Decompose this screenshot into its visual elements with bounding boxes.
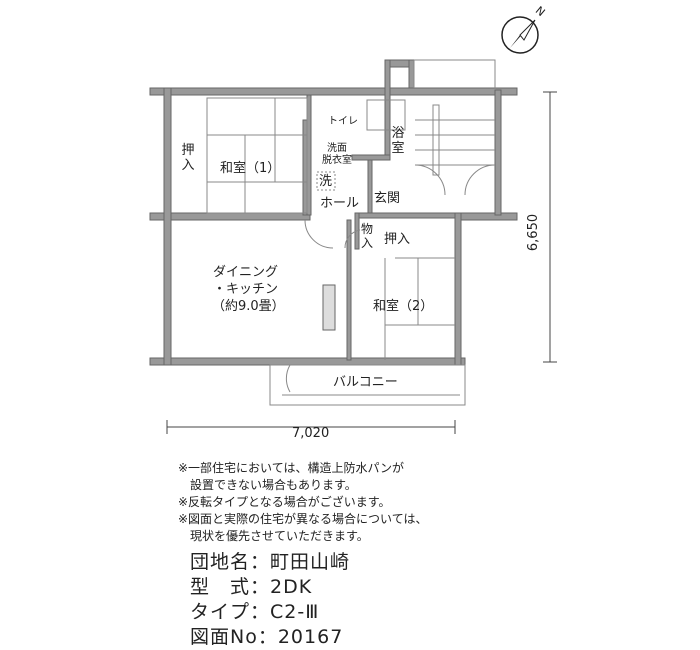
dimension-width: 7,020 [292, 426, 330, 441]
dimension-lines [166, 91, 557, 434]
room-senmen: 洗面 [327, 143, 347, 154]
room-hall: ホール [320, 196, 360, 211]
room-dk-line2: ・キッチン [213, 282, 279, 297]
room-datsui: 脱衣室 [322, 155, 352, 166]
info-kata: 型 式：2DK [190, 576, 313, 598]
room-balcony: バルコニー [333, 375, 398, 390]
info-danchi: 団地名：町田山崎 [190, 551, 351, 573]
note-line: 設置できない場合もあります。 [178, 478, 357, 492]
note-line: ※反転タイプとなる場合がございます。 [178, 495, 391, 509]
walls [149, 59, 518, 366]
room-dk-line1: ダイニング [213, 265, 279, 280]
room-dk-size: （約9.0畳） [212, 299, 285, 314]
room-bath: 浴室 [391, 126, 405, 156]
interior-lines [206, 59, 496, 406]
room-washitsu-2: 和室（2） [373, 299, 434, 314]
room-oshiire-2: 押入 [384, 232, 411, 247]
room-oshiire-1: 押入 [181, 143, 195, 173]
room-washitsu-1: 和室（1） [220, 161, 281, 176]
info-zumen: 図面No：20167 [190, 626, 344, 648]
compass-icon [501, 16, 539, 54]
room-toilet: トイレ [328, 116, 358, 127]
washing-machine-space: 洗 [319, 174, 333, 189]
room-genkan: 玄関 [374, 191, 401, 206]
room-monoire: 物入 [360, 222, 373, 250]
note-line: 現状を優先させていただきます。 [178, 529, 369, 543]
note-line: ※一部住宅においては、構造上防水パンが [178, 461, 405, 475]
dimension-depth: 6,650 [526, 213, 542, 252]
note-line: ※図面と実際の住宅が異なる場合については、 [178, 512, 428, 526]
info-type: タイプ：C2-Ⅲ [190, 601, 320, 623]
